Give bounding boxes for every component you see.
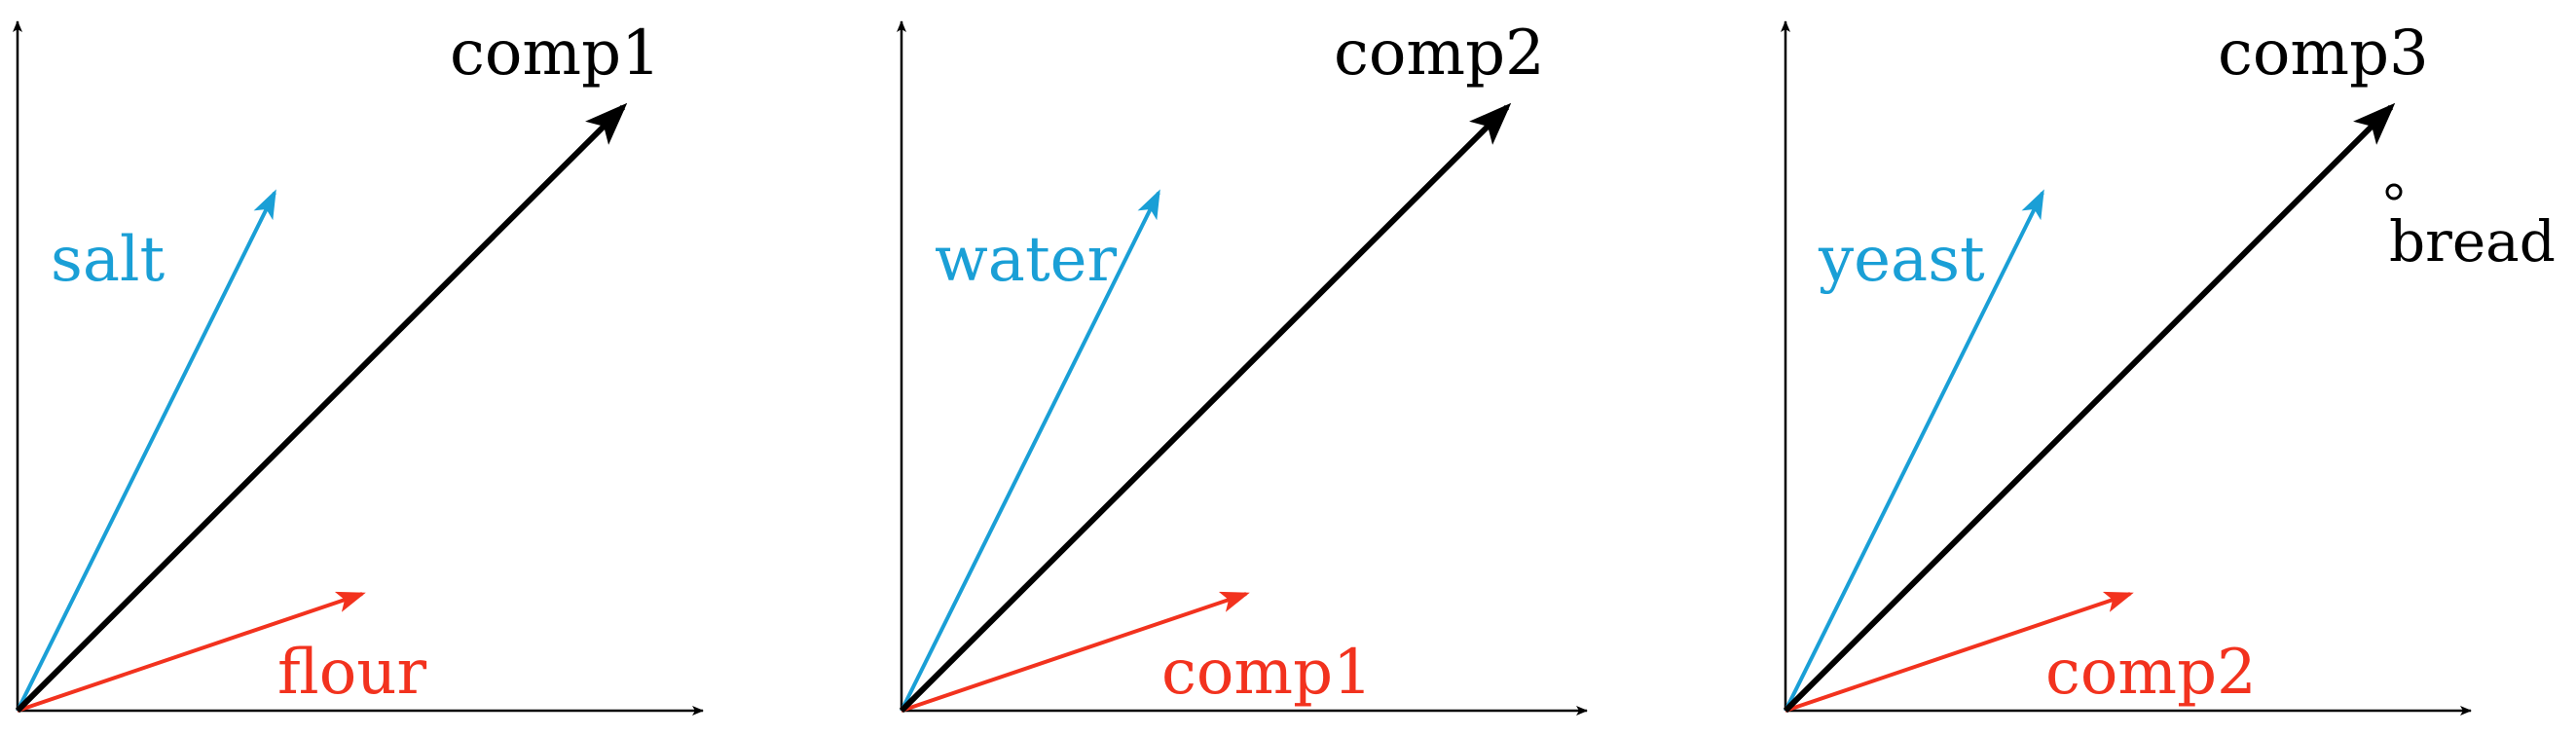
blue-vector	[900, 189, 1160, 712]
panel-2: comp2 water comp1	[897, 18, 1588, 716]
blue-vector	[16, 189, 276, 712]
red-vector	[1785, 591, 2134, 713]
blue-label: yeast	[1818, 224, 1985, 296]
blue-vector	[1784, 189, 2044, 712]
blue-label: salt	[51, 224, 165, 296]
blue-label: water	[935, 224, 1118, 296]
extra-label: bread	[2389, 208, 2556, 275]
result-label: comp2	[1334, 18, 1545, 90]
red-vector	[901, 591, 1250, 713]
red-label: flour	[277, 637, 426, 709]
result-label: comp1	[450, 18, 661, 90]
result-vector	[15, 102, 628, 714]
panel-3: comp3 yeast comp2 bread	[1781, 18, 2556, 716]
result-vector	[899, 102, 1512, 714]
red-label: comp2	[2045, 637, 2257, 709]
red-label: comp1	[1161, 637, 1373, 709]
panel-1: comp1 salt flour	[13, 18, 704, 716]
result-vector	[1783, 102, 2396, 714]
red-vector	[17, 591, 366, 713]
ring-accent-icon	[2385, 183, 2403, 201]
result-label: comp3	[2218, 18, 2429, 90]
